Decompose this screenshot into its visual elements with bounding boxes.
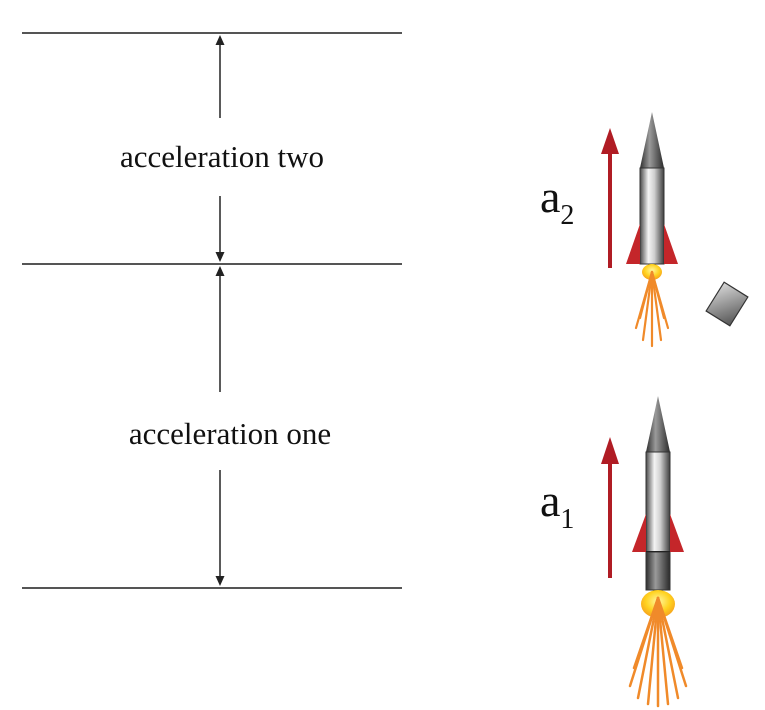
stage-two-label: acceleration two [120, 139, 324, 174]
arrowhead-down-icon [215, 576, 225, 586]
rocket-icon [632, 396, 684, 591]
arrowhead-up-icon [215, 35, 225, 45]
acceleration-arrow-a1 [601, 437, 619, 578]
flame-icon [628, 590, 688, 708]
arrowhead-up-icon [215, 266, 225, 276]
acceleration-arrow-a2 [601, 128, 619, 268]
a2-symbol: a2 [540, 171, 574, 231]
rocket-icon [626, 112, 678, 265]
stage-one-label: acceleration one [129, 416, 331, 451]
arrowhead-down-icon [215, 252, 225, 262]
debris-icon [705, 281, 749, 327]
a1-symbol: a1 [540, 475, 574, 535]
flame-icon [634, 264, 670, 348]
